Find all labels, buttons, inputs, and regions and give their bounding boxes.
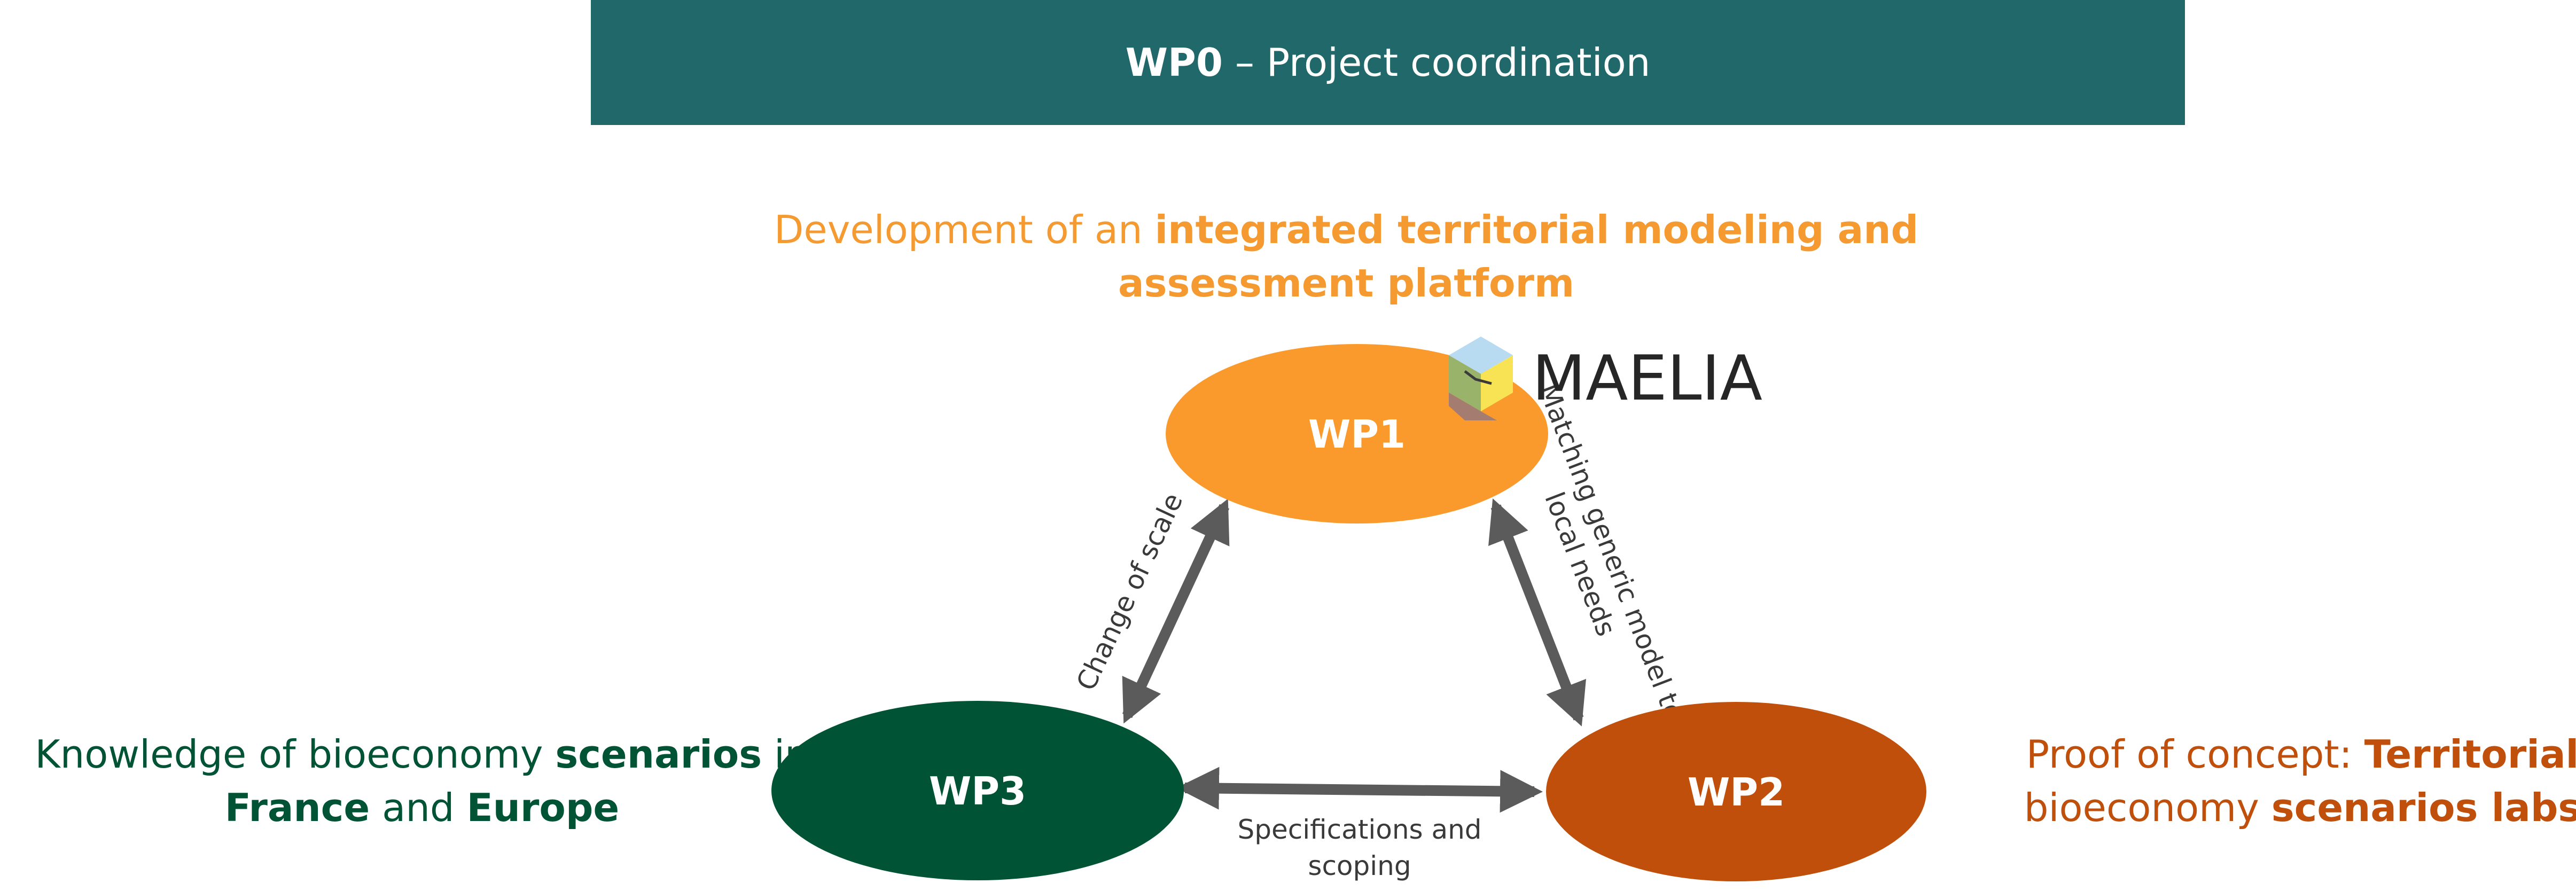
left-caption-line2: France and Europe [225, 785, 619, 830]
header-title-text: Project coordination [1267, 40, 1651, 85]
edge-label-specifications-line2: scoping [1308, 850, 1411, 881]
header-title: WP0 – Project coordination [1126, 40, 1651, 85]
header-separator: – [1223, 40, 1267, 85]
maelia-logo-text: MAELIA [1532, 342, 1762, 415]
right-caption-bold2: scenarios labs [2271, 785, 2576, 830]
right-caption-bold: Territorial [2364, 732, 2576, 777]
arrow-wp1-wp3 [1122, 498, 1230, 724]
maelia-logo-icon [1449, 337, 1513, 420]
maelia-logo: MAELIA [1449, 337, 1762, 420]
top-caption-line1: Development of an integrated territorial… [774, 207, 1918, 252]
header-wp-code: WP0 [1126, 40, 1223, 85]
edge-label-change-of-scale: Change of scale [1071, 488, 1189, 695]
top-caption-regular: Development of an [774, 207, 1155, 252]
arrow-wp1-wp2 [1488, 498, 1586, 726]
right-caption-regular2: bioeconomy [2024, 785, 2271, 830]
left-caption-europe: Europe [466, 785, 619, 830]
node-wp2[interactable] [1546, 702, 1926, 881]
right-caption-line2: bioeconomy scenarios labs [2024, 785, 2576, 830]
left-caption-and: and [370, 785, 466, 830]
top-caption-line2: assessment platform [1118, 261, 1574, 306]
left-caption-france: France [225, 785, 370, 830]
node-wp2-label: WP2 [1688, 770, 1785, 815]
right-caption-line1: Proof of concept: Territorial [2026, 732, 2576, 777]
node-wp3[interactable] [771, 701, 1184, 880]
left-caption-line1: Knowledge of bioeconomy scenarios in [35, 732, 809, 777]
edge-label-specifications-line1: Specifications and [1237, 814, 1481, 845]
right-caption-regular: Proof of concept: [2026, 732, 2364, 777]
node-wp3-label: WP3 [929, 769, 1026, 814]
arrow-wp3-wp2 [1176, 767, 1543, 813]
node-wp1-label: WP1 [1308, 412, 1406, 457]
header-bar [591, 0, 2185, 125]
top-caption-bold: integrated territorial modeling and [1155, 207, 1919, 252]
left-caption-regular: Knowledge of bioeconomy [35, 732, 555, 777]
left-caption-bold: scenarios [555, 732, 762, 777]
left-caption-tail: in [762, 732, 809, 777]
